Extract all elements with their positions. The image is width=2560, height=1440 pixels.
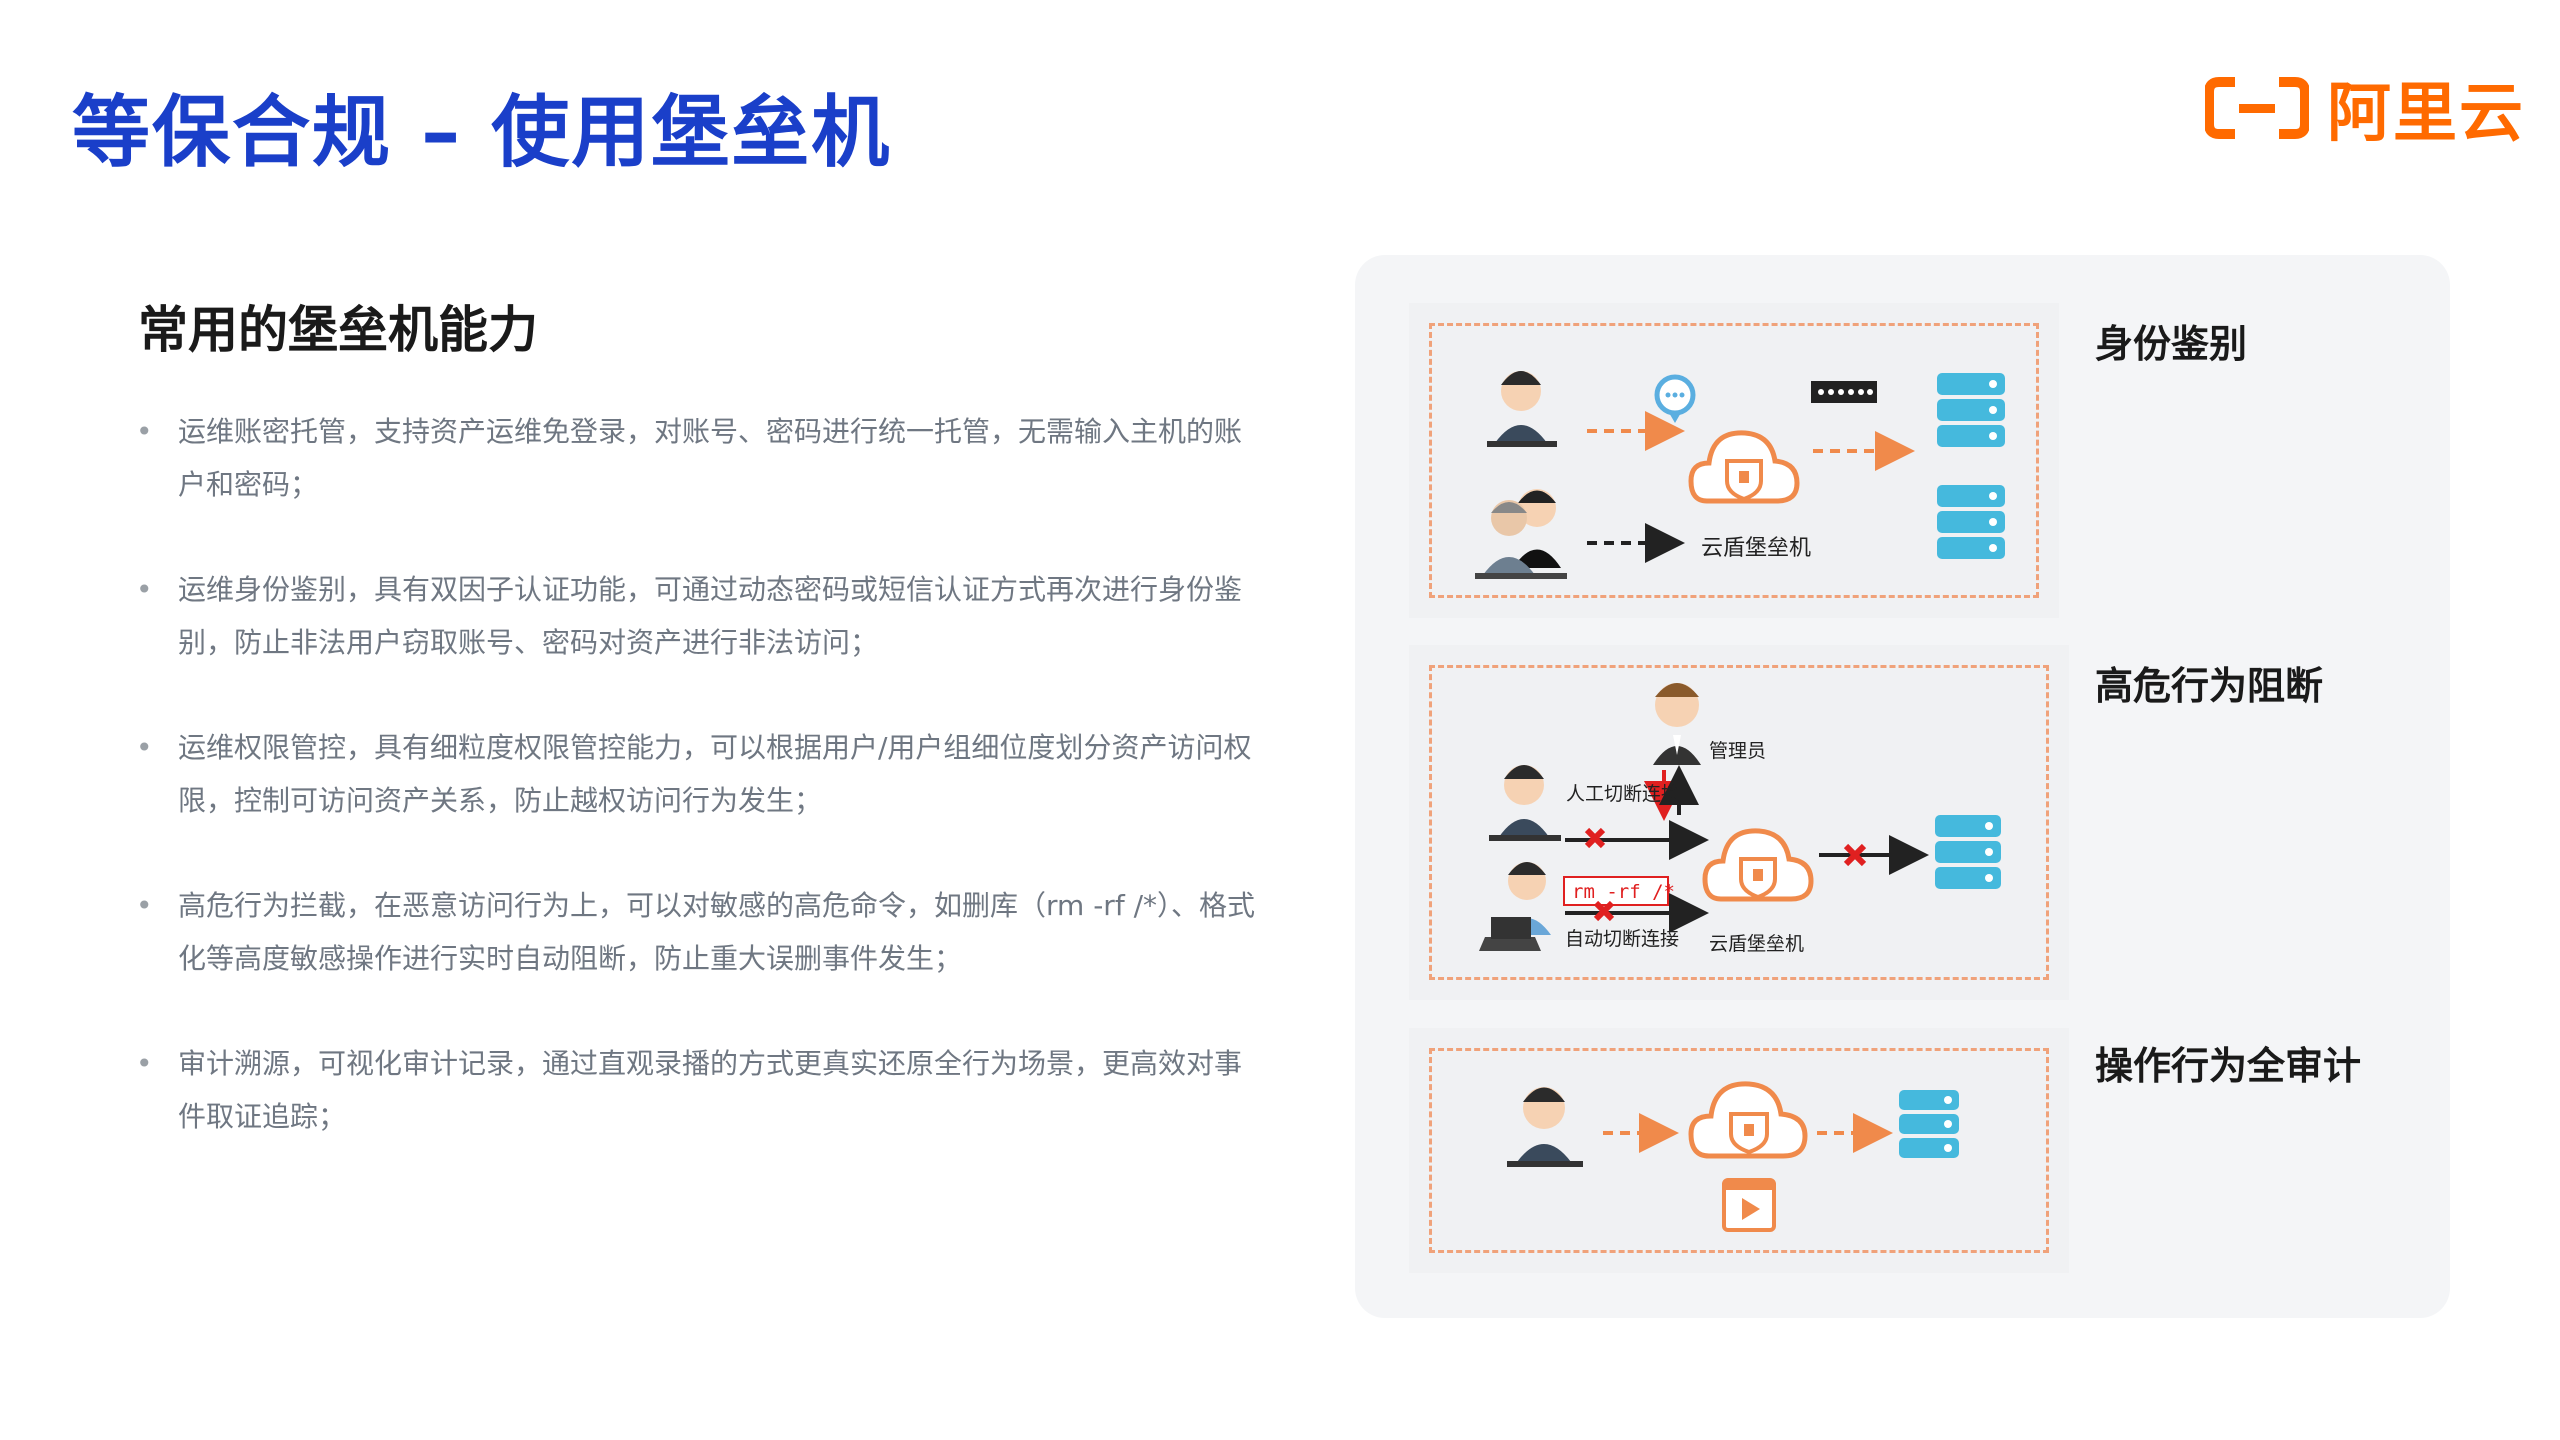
capability-list: 运维账密托管，支持资产运维免登录，对账号、密码进行统一托管，无需输入主机的账户和… bbox=[136, 405, 1266, 1195]
blocking-card: 管理员 人工切断连接 rm -rf /* 自动切断连接 bbox=[1409, 645, 2069, 1000]
block-x-icon bbox=[1584, 827, 1606, 849]
user-group-icon bbox=[1475, 489, 1567, 579]
command-text: rm -rf /* bbox=[1572, 881, 1675, 903]
laptop-user-icon bbox=[1479, 862, 1551, 951]
command-box bbox=[1563, 876, 1669, 906]
page-title: 等保合规 – 使用堡垒机 bbox=[72, 88, 892, 178]
block-x-icon bbox=[1593, 900, 1615, 922]
auto-cut-label: 自动切断连接 bbox=[1565, 928, 1679, 950]
server-icon bbox=[1937, 485, 2005, 559]
aliyun-logo-icon bbox=[2205, 77, 2309, 139]
card-title-identity: 身份鉴别 bbox=[2095, 322, 2248, 366]
user-icon bbox=[1489, 765, 1561, 841]
diagram-panel: 云盾堡垒机 身份鉴别 管理员 人工切断连接 bbox=[1355, 255, 2450, 1318]
server-icon bbox=[1899, 1090, 1959, 1158]
cloud-shield-icon bbox=[1702, 828, 1814, 902]
brand-name: 阿里云 bbox=[2327, 77, 2525, 151]
card-title-audit: 操作行为全审计 bbox=[2095, 1044, 2362, 1088]
block-x-icon bbox=[1843, 843, 1867, 867]
user-icon bbox=[1507, 1087, 1583, 1167]
section-heading: 常用的堡垒机能力 bbox=[138, 301, 538, 359]
video-play-icon bbox=[1722, 1178, 1776, 1232]
list-item: 审计溯源，可视化审计记录，通过直观录播的方式更真实还原全行为场景，更高效对事件取… bbox=[136, 1037, 1266, 1143]
audit-diagram bbox=[1507, 1081, 1959, 1232]
message-icon bbox=[1654, 374, 1696, 423]
brand-logo: 阿里云 bbox=[2205, 72, 2525, 151]
list-item: 运维账密托管，支持资产运维免登录，对账号、密码进行统一托管，无需输入主机的账户和… bbox=[136, 405, 1266, 511]
list-item: 运维权限管控，具有细粒度权限管控能力，可以根据用户/用户组细位度划分资产访问权限… bbox=[136, 721, 1266, 827]
admin-icon bbox=[1653, 683, 1701, 765]
server-icon bbox=[1935, 815, 2001, 889]
identity-diagram: 云盾堡垒机 bbox=[1475, 371, 2005, 579]
password-box-icon bbox=[1811, 381, 1877, 403]
cloud-shield-icon bbox=[1688, 430, 1800, 504]
blocking-diagram: 管理员 人工切断连接 rm -rf /* 自动切断连接 bbox=[1479, 683, 2001, 955]
manual-cut-label: 人工切断连接 bbox=[1566, 783, 1680, 805]
cloud-shield-icon bbox=[1688, 1081, 1808, 1159]
admin-label: 管理员 bbox=[1709, 740, 1766, 762]
bastion-label: 云盾堡垒机 bbox=[1709, 933, 1804, 955]
list-item: 高危行为拦截，在恶意访问行为上，可以对敏感的高危命令，如删库（rm -rf /*… bbox=[136, 879, 1266, 985]
bastion-label: 云盾堡垒机 bbox=[1701, 536, 1811, 561]
card-title-blocking: 高危行为阻断 bbox=[2095, 664, 2324, 708]
identity-card: 云盾堡垒机 bbox=[1409, 303, 2059, 618]
list-item: 运维身份鉴别，具有双因子认证功能，可通过动态密码或短信认证方式再次进行身份鉴别，… bbox=[136, 563, 1266, 669]
server-icon bbox=[1937, 373, 2005, 447]
user-icon bbox=[1487, 371, 1557, 447]
audit-card bbox=[1409, 1028, 2069, 1273]
